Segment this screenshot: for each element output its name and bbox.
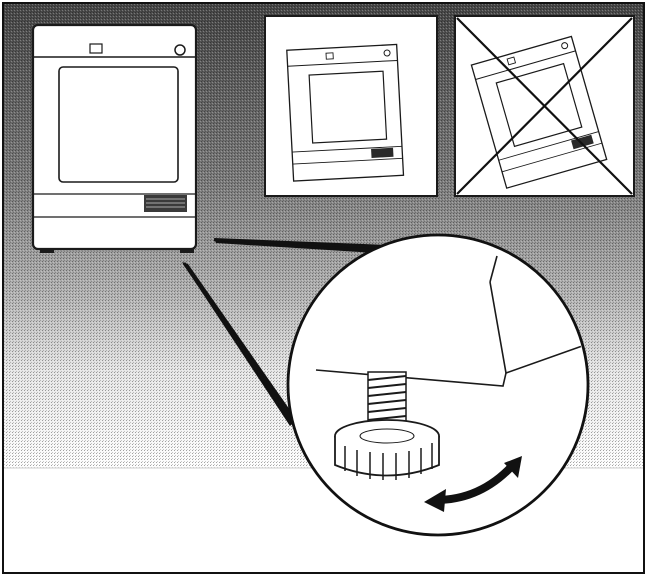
appliance-door bbox=[58, 66, 179, 183]
cross-out-icon bbox=[456, 17, 633, 195]
front-foot-left bbox=[40, 248, 54, 253]
control-knob bbox=[174, 44, 186, 56]
rating-plate bbox=[144, 195, 187, 212]
appliance-level-sketch bbox=[286, 43, 405, 182]
panel-appliance-level bbox=[264, 15, 438, 197]
appliance-front-view bbox=[31, 23, 198, 253]
rotation-arrow-icon bbox=[424, 456, 522, 512]
zoom-connector bbox=[182, 238, 416, 426]
adjustable-foot-icon bbox=[334, 371, 440, 480]
detail-leveling-foot-magnified bbox=[286, 233, 590, 537]
panel-appliance-tilted bbox=[454, 15, 635, 197]
front-foot-right bbox=[180, 248, 194, 253]
control-panel-display bbox=[89, 43, 103, 54]
